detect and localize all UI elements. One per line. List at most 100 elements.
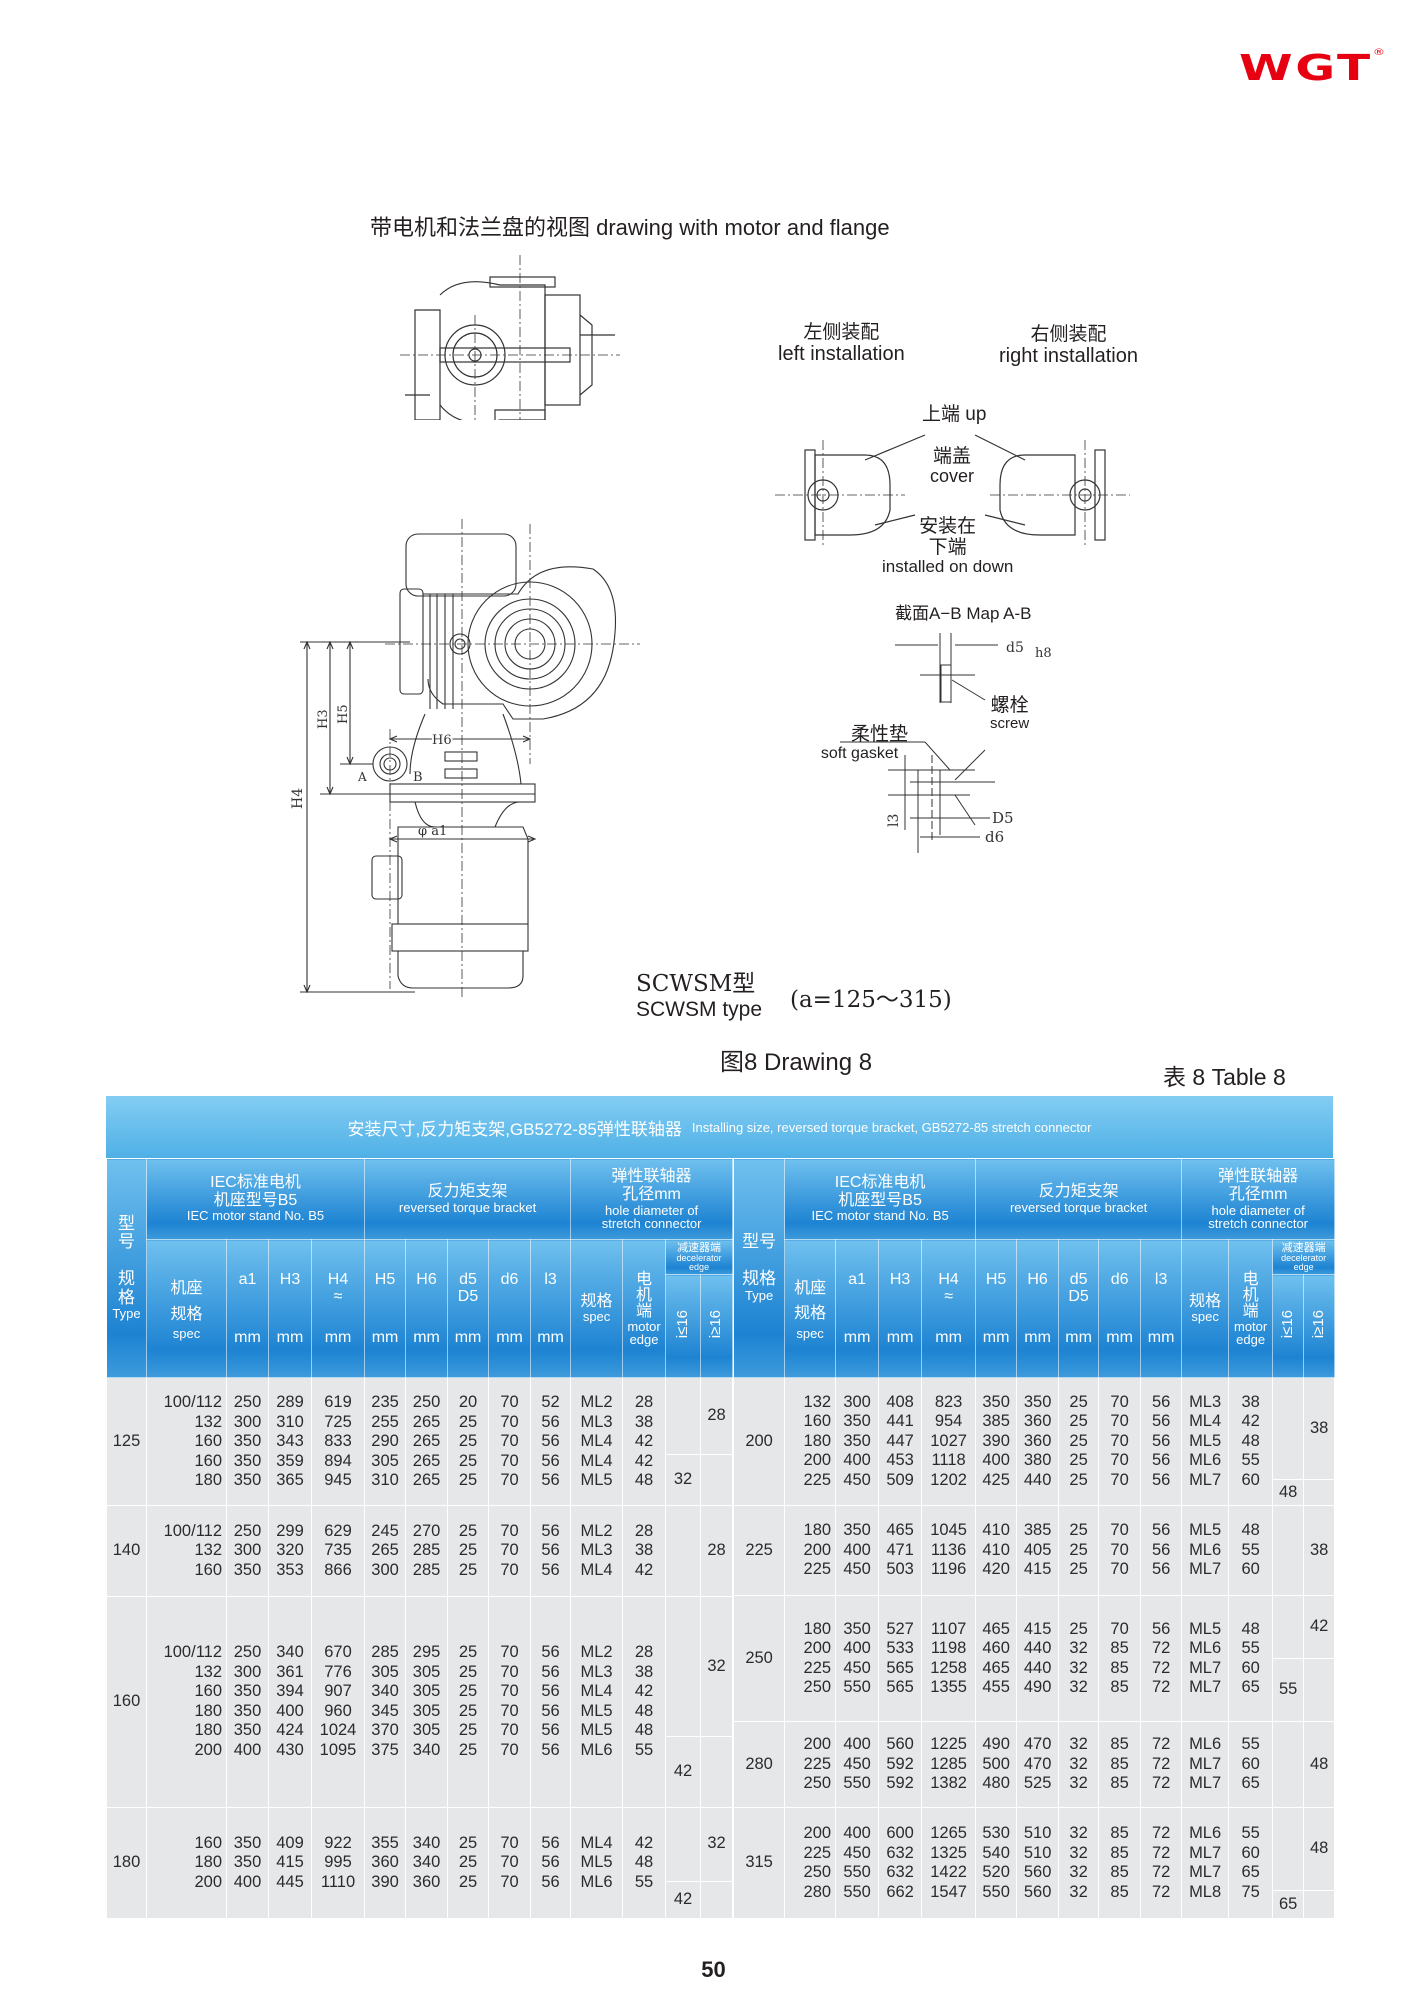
column-label: l3 — [1154, 1270, 1168, 1288]
value: 56 — [1151, 1451, 1171, 1470]
value: 465 — [982, 1658, 1010, 1677]
segments: 42 — [1304, 1596, 1335, 1721]
value: 56 — [1151, 1521, 1171, 1540]
value: 592 — [886, 1774, 914, 1793]
value: 471 — [886, 1540, 914, 1559]
value: 1382 — [930, 1774, 967, 1793]
value: 250 — [233, 1521, 262, 1540]
decelerator-ge16-cell: 32 — [700, 1595, 734, 1808]
decelerator-value: 65 — [1273, 1889, 1304, 1918]
value: 350 — [233, 1471, 262, 1490]
value: 510 — [1023, 1843, 1052, 1862]
value: 310 — [276, 1412, 304, 1431]
value: 565 — [886, 1658, 914, 1677]
decelerator-value — [701, 1736, 733, 1807]
value: ML7 — [1189, 1843, 1222, 1862]
dim-l3: l3 — [886, 814, 902, 827]
value: ML6 — [580, 1872, 613, 1891]
motor-en: motor edge — [1234, 1318, 1268, 1347]
value: 353 — [276, 1560, 304, 1579]
value: 160 — [194, 1432, 222, 1451]
value: 360 — [1023, 1412, 1052, 1431]
value: 25 — [458, 1412, 478, 1431]
frame-zh: 机座 规格 — [794, 1279, 827, 1323]
value: 350 — [233, 1701, 262, 1720]
value: 355 — [371, 1833, 399, 1852]
type-cell: 280 — [733, 1721, 786, 1808]
value: ML4 — [580, 1560, 613, 1579]
value: 1258 — [930, 1658, 967, 1677]
value: ML6 — [580, 1740, 613, 1759]
value: 85 — [1110, 1754, 1129, 1773]
type-en: Type — [112, 1306, 141, 1322]
frame-zh: 机座 规格 — [170, 1279, 203, 1323]
value: 320 — [276, 1541, 304, 1560]
value: 450 — [843, 1560, 871, 1579]
decelerator-le16-cell: 55 — [1272, 1595, 1305, 1722]
unit-label: mm — [982, 1328, 1010, 1346]
decelerator-ge16-cell: 38 — [1303, 1505, 1336, 1596]
value: 400 — [843, 1824, 871, 1842]
value: 400 — [982, 1451, 1010, 1470]
installed-en: installed on down — [882, 556, 1014, 576]
value: 450 — [843, 1658, 871, 1677]
value: 200 — [803, 1735, 832, 1754]
column-label: a1 — [848, 1270, 866, 1288]
decelerator-value — [666, 1808, 700, 1881]
value: 285 — [412, 1541, 441, 1560]
value: 85 — [1110, 1824, 1129, 1842]
decelerator-ge16-cell: 48 — [1303, 1807, 1336, 1919]
bracket-en: reversed torque bracket — [398, 1199, 537, 1215]
value: 450 — [843, 1843, 871, 1862]
value: 70 — [500, 1701, 519, 1720]
left-installation-zh: 左侧装配 — [803, 321, 880, 343]
unit-label: mm — [1065, 1328, 1092, 1346]
value: 85 — [1110, 1863, 1129, 1881]
value: 85 — [1110, 1658, 1129, 1677]
dim-d5: d5 — [1006, 640, 1024, 656]
value: ML8 — [1189, 1882, 1222, 1901]
value: 48 — [634, 1471, 654, 1490]
value: 56 — [541, 1521, 560, 1540]
decelerator-value — [666, 1597, 700, 1737]
value: 776 — [324, 1662, 352, 1681]
value: ML6 — [1189, 1639, 1222, 1657]
value: 289 — [276, 1393, 304, 1412]
value: 56 — [541, 1853, 560, 1872]
dim-a1: φ a1 — [418, 824, 447, 839]
value: 32 — [1069, 1754, 1088, 1773]
value: 350 — [233, 1432, 262, 1451]
decelerator-le16-cell: 48 — [1272, 1377, 1305, 1506]
value: 550 — [982, 1882, 1010, 1901]
decelerator-value: 32 — [707, 1834, 726, 1853]
value: 25 — [458, 1682, 478, 1701]
value: 42 — [634, 1833, 654, 1852]
value: 32 — [1069, 1735, 1088, 1754]
ratio-ge16-header: i≥16 — [1303, 1274, 1336, 1378]
segments: 32 — [666, 1378, 701, 1505]
table-caption: 表 8 Table 8 — [1163, 1064, 1286, 1090]
column-label: d6 — [500, 1270, 519, 1288]
value: 894 — [324, 1451, 352, 1470]
value: 1198 — [930, 1639, 967, 1657]
value: 55 — [1241, 1824, 1260, 1842]
value: 866 — [324, 1560, 352, 1579]
